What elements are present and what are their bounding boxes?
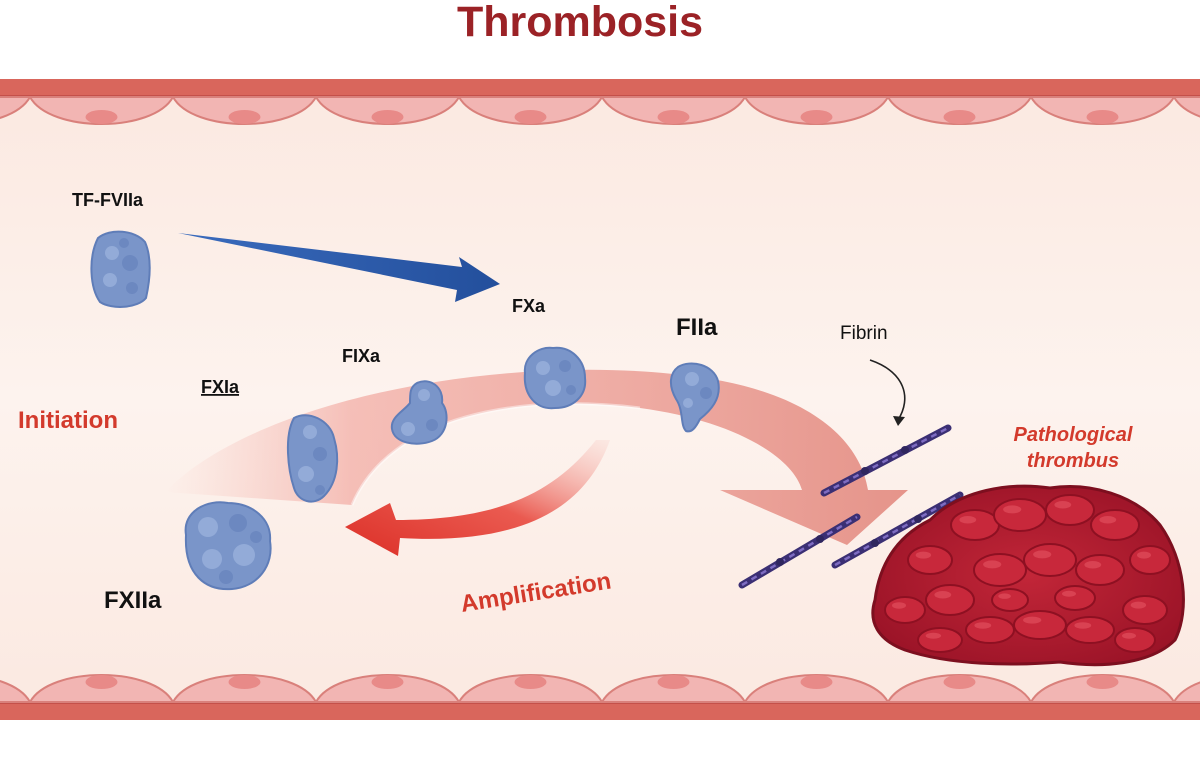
- cell-nucleus: [657, 110, 690, 124]
- thrombus-cell: [1054, 585, 1096, 611]
- thrombus-highlight: [934, 591, 952, 599]
- initiation-arrow: [178, 233, 500, 302]
- thrombus-highlight: [1054, 501, 1072, 509]
- thrombus-cell: [993, 498, 1047, 532]
- protein-blob-icon: [286, 414, 339, 503]
- thrombus-cell: [925, 584, 975, 616]
- thrombus-cell: [1065, 616, 1115, 644]
- propagation-arc: [165, 369, 908, 545]
- cell-nucleus: [85, 110, 118, 124]
- protein-blob-icon: [184, 501, 272, 591]
- thrombus-cell: [1122, 595, 1168, 625]
- thrombus-cell: [1023, 543, 1077, 577]
- thrombus-highlight: [1062, 590, 1076, 597]
- thrombus-highlight: [1130, 601, 1147, 609]
- label-fixa: FIXa: [342, 346, 381, 366]
- cell-nucleus: [85, 675, 118, 689]
- protein-blob-icon: [90, 230, 151, 308]
- fibrin-strand-icon: [738, 513, 861, 589]
- protein-fxia: [286, 414, 339, 503]
- endothelial-cell: [0, 680, 32, 703]
- thrombus-cell: [1045, 494, 1095, 526]
- thrombus-cell: [973, 553, 1027, 587]
- endothelial-cell: [1172, 681, 1200, 703]
- cell-nucleus: [228, 675, 261, 689]
- thrombus-highlight: [1099, 516, 1117, 524]
- thrombus-highlight: [959, 516, 977, 524]
- thrombus-highlight: [998, 593, 1011, 599]
- thrombus-cell: [884, 596, 926, 624]
- protein-blob-icon: [390, 380, 448, 445]
- cell-nucleus: [943, 110, 976, 124]
- thrombus-texture: [884, 494, 1171, 653]
- thrombus-highlight: [1122, 632, 1136, 639]
- thrombus-cell: [907, 545, 953, 575]
- fibrin-strands: [738, 424, 964, 589]
- cell-nucleus: [371, 110, 404, 124]
- protein-tf-fviia: [90, 230, 151, 308]
- label-initiation: Initiation: [18, 407, 118, 434]
- thrombus-highlight: [1033, 550, 1052, 559]
- thrombus-cell: [991, 588, 1029, 612]
- amplification-arrow: [345, 440, 610, 556]
- cell-nucleus: [800, 110, 833, 124]
- cell-nucleus: [514, 675, 547, 689]
- thrombus-cell: [1129, 545, 1171, 575]
- cell-nucleus: [228, 110, 261, 124]
- label-fxia: FXIa: [201, 377, 240, 397]
- endothelial-cell: [0, 96, 32, 119]
- cell-nucleus: [371, 675, 404, 689]
- protein-fixa: [390, 380, 448, 445]
- fibrin-strand-icon: [820, 424, 952, 497]
- vessel-wall-bottom: [0, 674, 1200, 720]
- protein-fxa: [523, 346, 587, 410]
- label-pathological-thrombus-line1: Pathological: [1014, 424, 1133, 446]
- thrombus-icon: [871, 484, 1185, 667]
- label-fxa: FXa: [512, 296, 546, 316]
- label-fxiia: FXIIa: [104, 587, 162, 614]
- thrombus-cell: [1090, 509, 1140, 541]
- page-title: Thrombosis: [457, 0, 703, 46]
- thrombus-highlight: [974, 622, 992, 629]
- protein-fxiia: [184, 501, 272, 591]
- vessel-wall-top: [0, 79, 1200, 125]
- cell-nucleus: [657, 675, 690, 689]
- cell-nucleus: [943, 675, 976, 689]
- thrombus-highlight: [1074, 622, 1092, 629]
- cell-nucleus: [1086, 110, 1119, 124]
- label-tf-fviia: TF-FVIIa: [72, 190, 144, 210]
- thrombus-highlight: [892, 602, 906, 609]
- thrombus-cell: [1114, 627, 1156, 653]
- cell-nucleus: [514, 110, 547, 124]
- thrombus-highlight: [1023, 616, 1042, 624]
- thrombus-cell: [1075, 554, 1125, 586]
- label-pathological-thrombus-line2: thrombus: [1027, 450, 1119, 472]
- fibrin-strand-icon: [831, 491, 964, 569]
- thrombus-highlight: [1084, 561, 1102, 569]
- thrombus-cell: [917, 627, 963, 653]
- label-fibrin: Fibrin: [840, 323, 888, 344]
- endothelium-bottom: [0, 674, 1200, 703]
- label-fiia: FIIa: [676, 314, 718, 341]
- endothelium-top: [0, 96, 1200, 125]
- thrombus-highlight: [1003, 505, 1022, 514]
- cell-nucleus: [800, 675, 833, 689]
- protein-blob-icon: [670, 362, 720, 433]
- thrombus: [871, 484, 1185, 667]
- endothelial-cell: [1172, 96, 1200, 118]
- thrombus-highlight: [983, 560, 1002, 569]
- protein-fiia: [670, 362, 720, 433]
- cell-nucleus: [1086, 675, 1119, 689]
- protein-blob-icon: [523, 346, 587, 410]
- thrombus-highlight: [915, 551, 932, 559]
- thrombus-highlight: [925, 632, 942, 639]
- thrombus-cell: [950, 509, 1000, 541]
- thrombus-highlight: [1137, 551, 1151, 559]
- thrombus-cell: [1013, 610, 1067, 640]
- thrombus-cell: [965, 616, 1015, 644]
- fibrin-pointer-arrow: [869, 359, 906, 426]
